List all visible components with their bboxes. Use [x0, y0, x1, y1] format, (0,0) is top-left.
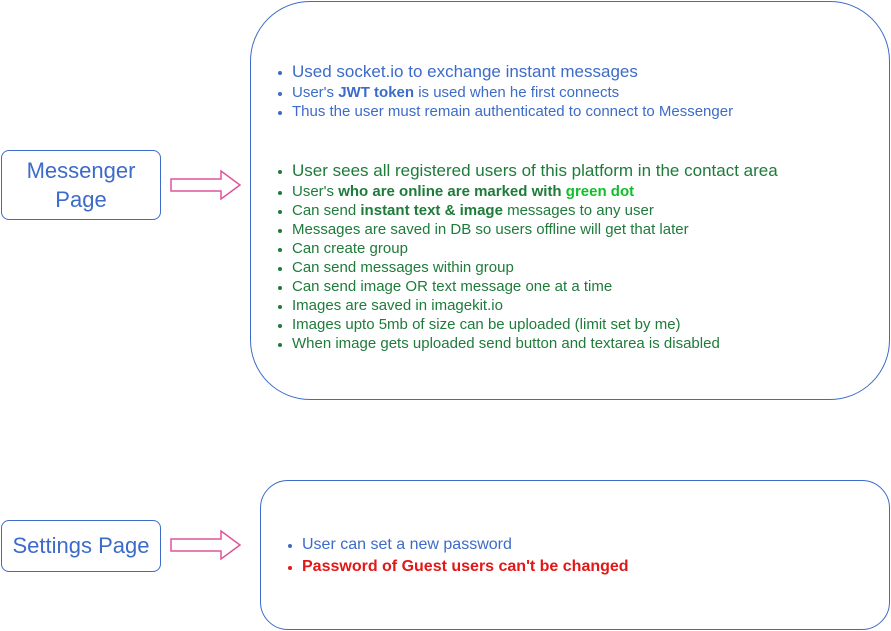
- list-item: Thus the user must remain authenticated …: [276, 102, 733, 121]
- messenger-page-label-line2: Page: [55, 187, 107, 212]
- list-item-text: User sees all registered users of this p…: [292, 161, 778, 180]
- list-item-bold-text: instant text & image: [360, 202, 503, 219]
- settings-list: User can set a new password Password of …: [286, 534, 629, 578]
- list-item-bold-text: who are online are marked with: [338, 183, 566, 200]
- green-dot-text: green dot: [565, 183, 635, 200]
- list-item-text: Images upto 5mb of size can be uploaded …: [292, 316, 681, 333]
- list-item: Images are saved in imagekit.io: [276, 296, 778, 315]
- list-item-text: When image gets uploaded send button and…: [292, 335, 720, 352]
- messenger-page-label-line1: Messenger: [26, 158, 136, 183]
- messenger-page-node: Messenger Page: [1, 150, 161, 220]
- list-item: User can set a new password: [286, 534, 629, 556]
- messenger-arrow-icon: [170, 170, 242, 200]
- list-item-text: Can send: [292, 202, 361, 219]
- list-item: Can send messages within group: [276, 258, 778, 277]
- list-item-text: User can set a new password: [302, 536, 512, 553]
- list-item-text: Thus the user must remain authenticated …: [292, 103, 734, 120]
- settings-arrow-icon: [170, 530, 242, 560]
- list-item-warning-text: Password of Guest users can't be changed: [302, 558, 629, 575]
- list-item-text: Can create group: [292, 240, 408, 257]
- list-item: User sees all registered users of this p…: [276, 160, 778, 182]
- list-item: User's JWT token is used when he first c…: [276, 83, 733, 102]
- list-item: Images upto 5mb of size can be uploaded …: [276, 315, 778, 334]
- messenger-features-list: User sees all registered users of this p…: [276, 160, 778, 353]
- list-item-bold-text: JWT token: [338, 84, 415, 101]
- list-item: Can create group: [276, 239, 778, 258]
- list-item-text: Can send image OR text message one at a …: [292, 278, 613, 295]
- list-item: Used socket.io to exchange instant messa…: [276, 61, 733, 83]
- list-item-text: messages to any user: [502, 202, 654, 219]
- settings-page-label: Settings Page: [12, 533, 150, 558]
- list-item-text: Used socket.io to exchange instant messa…: [292, 62, 638, 81]
- list-item-text: Images are saved in imagekit.io: [292, 297, 503, 314]
- list-item: Can send image OR text message one at a …: [276, 277, 778, 296]
- messenger-details-panel: [250, 1, 890, 400]
- settings-page-node: Settings Page: [1, 520, 161, 572]
- list-item-text: User's: [292, 84, 339, 101]
- messenger-auth-list: Used socket.io to exchange instant messa…: [276, 61, 733, 121]
- list-item: Messages are saved in DB so users offlin…: [276, 220, 778, 239]
- list-item-text: Can send messages within group: [292, 259, 514, 276]
- list-item: Can send instant text & image messages t…: [276, 201, 778, 220]
- settings-details-panel: [260, 480, 890, 630]
- list-item-text: Messages are saved in DB so users offlin…: [292, 221, 689, 238]
- list-item: User's who are online are marked with gr…: [276, 182, 778, 201]
- list-item: When image gets uploaded send button and…: [276, 334, 778, 353]
- list-item-text: is used when he first connects: [414, 84, 620, 101]
- list-item-text: User's: [292, 183, 339, 200]
- list-item: Password of Guest users can't be changed: [286, 556, 629, 578]
